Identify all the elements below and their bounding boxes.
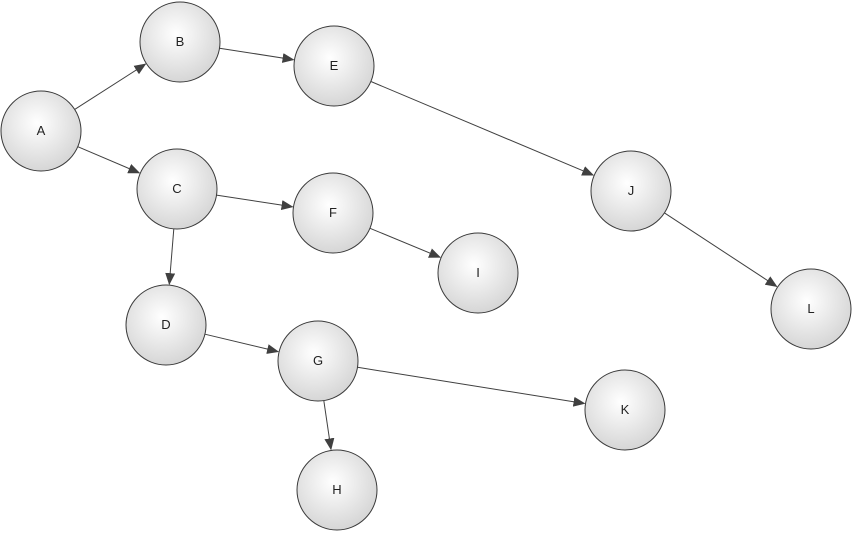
node-circle [139, 1, 221, 83]
node-circle [293, 25, 375, 107]
node-d: D [125, 284, 207, 366]
node-label: C [172, 181, 181, 196]
node-j: J [590, 150, 672, 232]
node-f: F [292, 172, 374, 254]
edge-a-to-b [74, 63, 147, 110]
node-h: H [296, 449, 378, 531]
node-circle [277, 320, 359, 402]
node-circle [292, 172, 374, 254]
edge-b-to-e [219, 47, 295, 63]
edge-g-to-k [357, 366, 586, 407]
node-circle [0, 90, 82, 172]
edges-layer [74, 47, 778, 451]
node-l: L [770, 268, 852, 350]
node-label: F [329, 205, 337, 220]
node-label: H [332, 482, 341, 497]
node-circle [584, 369, 666, 451]
node-label: K [621, 402, 630, 417]
node-label: I [476, 265, 480, 280]
node-i: I [437, 232, 519, 314]
edge-c-to-d [165, 228, 176, 286]
node-label: G [313, 353, 323, 368]
edge-j-to-l [664, 212, 778, 288]
node-circle [437, 232, 519, 314]
node-circle [125, 284, 207, 366]
node-circle [296, 449, 378, 531]
node-circle [770, 268, 852, 350]
node-c: C [136, 148, 218, 230]
edge-f-to-i [369, 227, 442, 258]
edge-c-to-f [216, 194, 294, 211]
node-label: A [37, 123, 46, 138]
node-a: A [0, 90, 82, 172]
node-circle [136, 148, 218, 230]
node-label: D [161, 317, 170, 332]
edge-a-to-c [77, 146, 141, 174]
node-k: K [584, 369, 666, 451]
edge-e-to-j [370, 81, 595, 176]
edge-g-to-h [323, 400, 335, 451]
node-label: L [807, 301, 814, 316]
node-label: J [628, 183, 635, 198]
node-e: E [293, 25, 375, 107]
node-circle [590, 150, 672, 232]
edge-d-to-g [204, 333, 280, 354]
node-label: E [330, 58, 339, 73]
node-b: B [139, 1, 221, 83]
node-label: B [176, 34, 185, 49]
node-g: G [277, 320, 359, 402]
